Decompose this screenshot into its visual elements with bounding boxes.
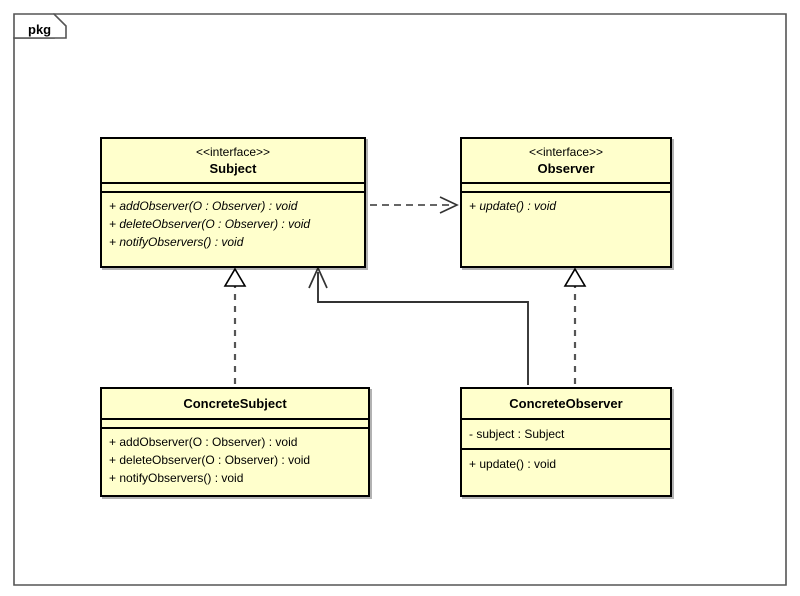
concreteobserver-header: ConcreteObserver	[462, 389, 670, 418]
concreteobserver-attribute: - subject : Subject	[469, 427, 565, 441]
concreteobserver-name: ConcreteObserver	[509, 396, 623, 411]
concretesubject-name: ConcreteSubject	[183, 396, 287, 411]
class-box-observer[interactable]: <<interface>> Observer + update() : void	[460, 137, 672, 268]
class-box-concreteobserver[interactable]: ConcreteObserver - subject : Subject + u…	[460, 387, 672, 497]
subject-stereotype: <<interface>>	[195, 145, 271, 159]
subject-name: Subject	[209, 161, 257, 176]
observer-name: Observer	[537, 161, 595, 176]
class-box-concretesubject[interactable]: ConcreteSubject + addObserver(O : Observ…	[100, 387, 370, 497]
concretesubject-header: ConcreteSubject	[102, 389, 368, 418]
concreteobserver-attributes-compartment: - subject : Subject	[462, 418, 670, 448]
concretesubject-method: + deleteObserver(O : Observer) : void	[109, 453, 311, 467]
class-box-subject[interactable]: <<interface>> Subject + addObserver(O : …	[100, 137, 366, 268]
observer-header: <<interface>> Observer	[462, 139, 670, 182]
concretesubject-methods-compartment: + addObserver(O : Observer) : void + del…	[102, 427, 368, 491]
connector-concretesubject-realizes-subject	[223, 267, 247, 384]
subject-method: + deleteObserver(O : Observer) : void	[109, 217, 311, 231]
package-label: pkg	[28, 22, 52, 37]
concretesubject-method: + addObserver(O : Observer) : void	[109, 435, 298, 449]
observer-method: + update() : void	[469, 199, 557, 213]
observer-stereotype: <<interface>>	[528, 145, 604, 159]
observer-methods-compartment: + update() : void	[462, 191, 670, 219]
observer-attributes-compartment	[462, 182, 670, 191]
concretesubject-attributes-compartment	[102, 418, 368, 427]
subject-attributes-compartment	[102, 182, 364, 191]
concretesubject-method: + notifyObservers() : void	[109, 471, 244, 485]
concreteobserver-method: + update() : void	[469, 457, 557, 471]
concreteobserver-methods-compartment: + update() : void	[462, 448, 670, 477]
connector-concreteobserver-realizes-observer	[563, 267, 587, 384]
subject-methods-compartment: + addObserver(O : Observer) : void + del…	[102, 191, 364, 255]
subject-method: + addObserver(O : Observer) : void	[109, 199, 298, 213]
subject-header: <<interface>> Subject	[102, 139, 364, 182]
package-frame	[13, 13, 787, 586]
subject-method: + notifyObservers() : void	[109, 235, 244, 249]
connector-subject-dependency-observer	[370, 196, 459, 214]
connector-concreteobserver-association-subject	[308, 265, 529, 385]
